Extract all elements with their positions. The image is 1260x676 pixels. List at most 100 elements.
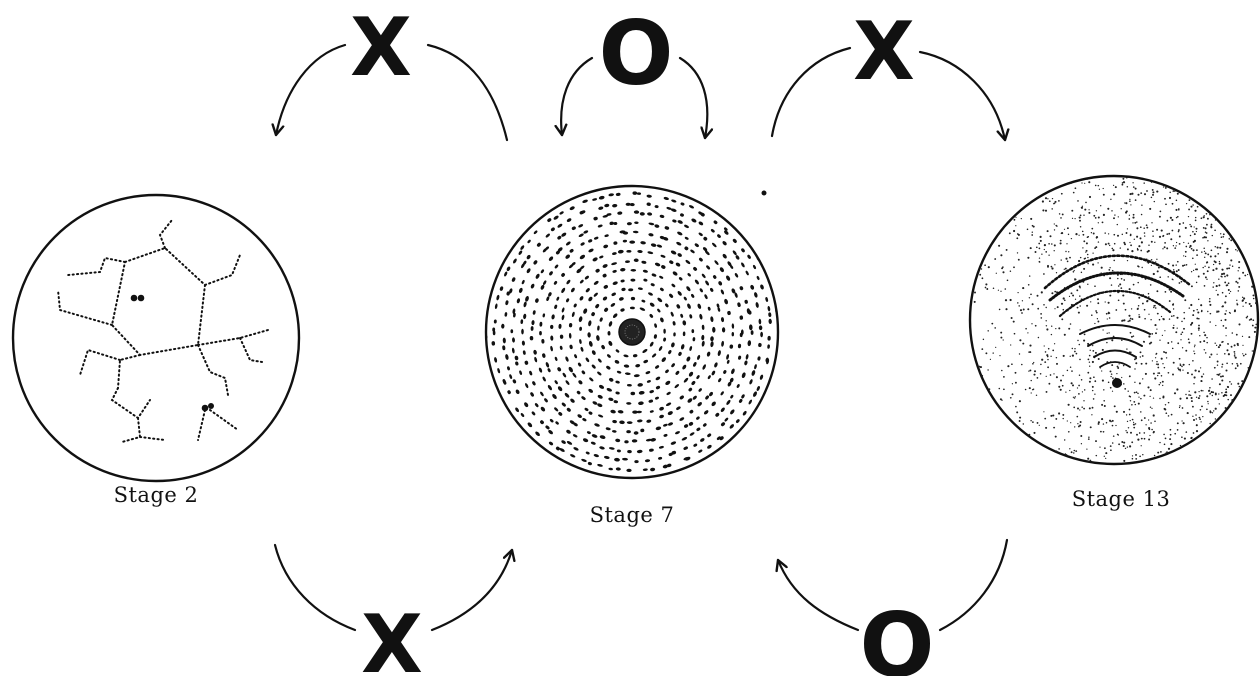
- stipple-dot: [1093, 398, 1095, 400]
- stipple-dot: [1069, 257, 1071, 259]
- stipple-dot: [1225, 407, 1227, 409]
- stipple-dot: [1033, 362, 1034, 363]
- stipple-dot: [1191, 373, 1193, 375]
- stipple-dot: [1087, 284, 1088, 285]
- stipple-dot: [1229, 381, 1231, 383]
- stipple-dot: [1065, 251, 1066, 252]
- stipple-dot: [1215, 219, 1216, 220]
- arrow-top-right: [772, 48, 850, 136]
- stipple-dot: [1032, 421, 1034, 423]
- stipple-dot: [1203, 332, 1205, 334]
- stipple-dot: [1125, 448, 1126, 449]
- stipple-dot: [1218, 279, 1219, 280]
- stipple-dot: [1198, 391, 1199, 392]
- stipple-dot: [1234, 355, 1236, 357]
- stipple-dot: [1044, 418, 1046, 420]
- stipple-dot: [1205, 227, 1207, 229]
- stipple-dot: [1238, 386, 1240, 388]
- stipple-dot: [1117, 366, 1119, 368]
- stipple-dot: [1043, 411, 1044, 412]
- stipple-dot: [1182, 331, 1184, 333]
- stipple-dot: [1206, 337, 1208, 339]
- stipple-dot: [993, 287, 995, 289]
- stipple-dot: [1196, 282, 1198, 284]
- stipple-dot: [1132, 182, 1133, 183]
- stipple-dot: [1242, 345, 1243, 346]
- symbol-x-top-left: X: [350, 1, 412, 94]
- stipple-dot: [1125, 202, 1127, 204]
- cell-mark: [751, 330, 754, 335]
- stipple-dot: [1155, 332, 1157, 334]
- stipple-dot: [1051, 243, 1053, 245]
- stipple-dot: [1191, 248, 1193, 250]
- stipple-dot: [1029, 369, 1031, 371]
- stipple-dot: [1100, 205, 1101, 206]
- stipple-dot: [1125, 211, 1127, 213]
- stipple-dot: [1194, 240, 1196, 242]
- stipple-dot: [1047, 230, 1049, 232]
- stipple-dot: [1156, 229, 1158, 231]
- stipple-dot: [999, 388, 1001, 390]
- stipple-dot: [1098, 216, 1100, 218]
- stipple-dot: [1157, 363, 1159, 365]
- stipple-dot: [1226, 274, 1228, 276]
- stipple-dot: [1102, 380, 1104, 382]
- stipple-dot: [1056, 376, 1058, 378]
- stipple-dot: [1159, 340, 1160, 341]
- stipple-dot: [1107, 318, 1108, 319]
- stipple-dot: [1235, 281, 1237, 283]
- stipple-dot: [1027, 308, 1029, 310]
- stipple-dot: [1062, 414, 1064, 416]
- stipple-dot: [1102, 329, 1103, 330]
- stipple-dot: [1019, 400, 1021, 402]
- stipple-dot: [1177, 216, 1179, 218]
- stipple-dot: [1013, 266, 1015, 268]
- stipple-dot: [1051, 334, 1052, 335]
- stipple-dot: [1029, 297, 1030, 298]
- stipple-dot: [1224, 353, 1226, 355]
- stipple-dot: [1138, 245, 1140, 247]
- stipple-dot: [1032, 363, 1034, 365]
- stipple-dot: [1144, 235, 1145, 236]
- stipple-dot: [1186, 203, 1187, 204]
- stipple-dot: [1084, 334, 1086, 336]
- stipple-dot: [1123, 411, 1125, 413]
- stipple-dot: [1168, 263, 1170, 265]
- stipple-dot: [1129, 288, 1131, 290]
- stipple-dot: [1051, 326, 1052, 327]
- stipple-dot: [1199, 341, 1201, 343]
- stipple-dot: [1068, 328, 1070, 330]
- stipple-dot: [1182, 347, 1183, 348]
- stipple-dot: [1108, 332, 1109, 333]
- stipple-dot: [1150, 284, 1152, 286]
- stipple-dot: [1212, 235, 1213, 236]
- stipple-dot: [1178, 209, 1180, 211]
- stipple-dot: [1082, 231, 1084, 233]
- stipple-dot: [1130, 234, 1132, 236]
- stipple-dot: [1164, 443, 1166, 445]
- stipple-dot: [1033, 226, 1035, 228]
- stipple-dot: [1087, 458, 1089, 460]
- stipple-dot: [1047, 366, 1049, 368]
- stipple-dot: [1203, 227, 1205, 229]
- stipple-dot: [1143, 432, 1145, 434]
- stipple-dot: [1054, 308, 1055, 309]
- stipple-dot: [1129, 199, 1130, 200]
- stipple-dot: [1142, 303, 1144, 305]
- stipple-dot: [1138, 396, 1139, 397]
- stipple-dot: [1135, 454, 1137, 456]
- stipple-dot: [1128, 218, 1130, 220]
- stipple-dot: [1045, 251, 1047, 253]
- stipple-dot: [1245, 353, 1247, 355]
- stipple-dot: [1027, 332, 1028, 333]
- stipple-dot: [1178, 269, 1180, 271]
- stipple-dot: [1221, 366, 1223, 368]
- stipple-dot: [1212, 412, 1213, 413]
- stipple-dot: [1183, 242, 1184, 243]
- stipple-dot: [1044, 244, 1046, 246]
- stipple-dot: [1207, 311, 1208, 312]
- stipple-dot: [1054, 223, 1055, 224]
- stipple-dot: [1166, 233, 1168, 235]
- stipple-dot: [1193, 419, 1195, 421]
